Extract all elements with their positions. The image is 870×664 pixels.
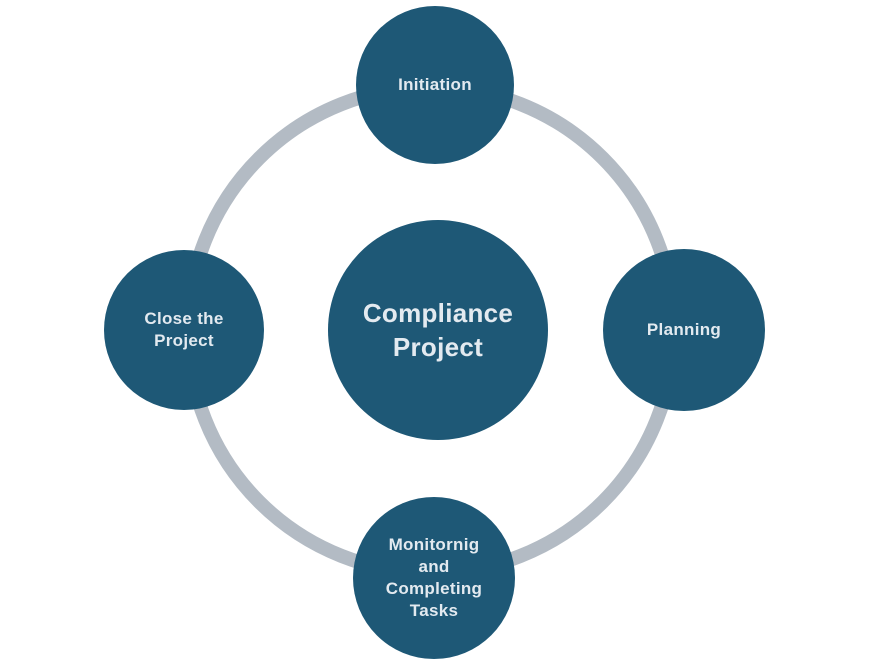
node-compliance-project-label: Compliance Project [362,298,514,362]
node-monitoring-completing-tasks: Monitornig and Completing Tasks [353,497,515,659]
node-initiation-label: Initiation [398,75,472,94]
node-initiation: Initiation [356,6,514,164]
node-close-the-project: Close the Project [104,250,264,410]
node-close-the-project-label: Close the Project [144,309,224,350]
node-compliance-project: Compliance Project [328,220,548,440]
node-monitoring-completing-tasks-label: Monitornig and Completing Tasks [385,535,483,620]
node-planning: Planning [603,249,765,411]
node-planning-label: Planning [646,320,722,339]
